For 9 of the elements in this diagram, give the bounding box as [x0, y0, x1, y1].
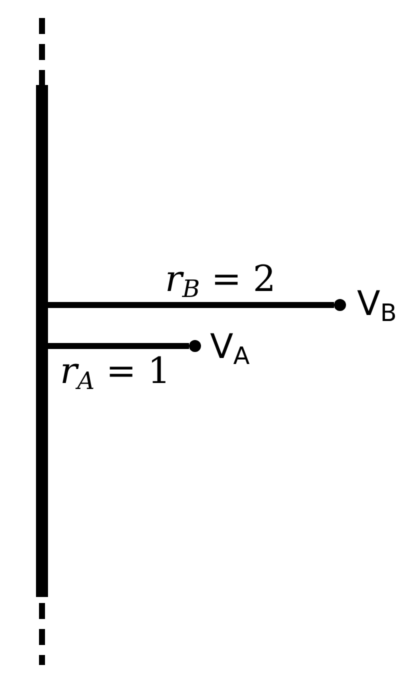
line-charge-drawing: [36, 18, 48, 665]
edge-label: r$_{A}$ = 1: [60, 354, 171, 393]
point-label: V$_{A}$: [210, 330, 250, 368]
point-marker: [334, 299, 346, 311]
radius-line: [48, 302, 334, 308]
edge-label: r$_{B}$ = 2: [165, 262, 276, 301]
point-marker: [189, 340, 201, 352]
radius-line: [48, 343, 189, 349]
point-label: V$_{B}$: [357, 287, 397, 325]
